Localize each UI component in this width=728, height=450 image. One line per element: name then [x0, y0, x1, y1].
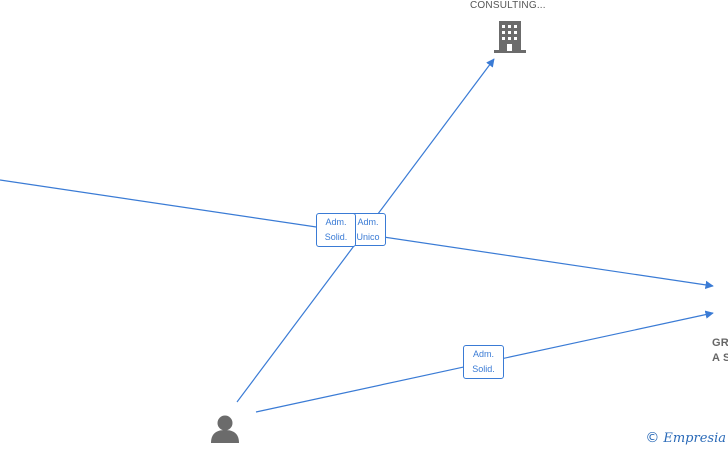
edge-label-line1: Adm. — [472, 349, 494, 359]
edge-label-line1: Adm. — [325, 217, 347, 227]
copyright-icon: © — [645, 430, 660, 446]
company-right-label[interactable]: GR A S — [712, 336, 728, 366]
edge-label-adm-solid-2[interactable]: Adm. Solid. — [463, 345, 504, 379]
edge-label-line2: Solid. — [324, 232, 348, 242]
watermark: © Empresia — [645, 430, 726, 446]
company-top-label[interactable]: CONSULTING... — [470, 0, 546, 11]
company-right-label-line1: GR — [712, 337, 728, 349]
edge-label-line2: Solid. — [472, 364, 495, 374]
building-icon[interactable] — [494, 21, 526, 53]
watermark-brand: Empresia — [663, 430, 726, 446]
edge-label-line2: Unico — [356, 232, 380, 242]
company-right-label-line2: A S — [712, 352, 728, 364]
edge-label-line1: Adm. — [357, 217, 379, 227]
person-icon[interactable] — [211, 415, 239, 444]
edge-label-adm-solid-1[interactable]: Adm. Solid. — [316, 213, 356, 247]
